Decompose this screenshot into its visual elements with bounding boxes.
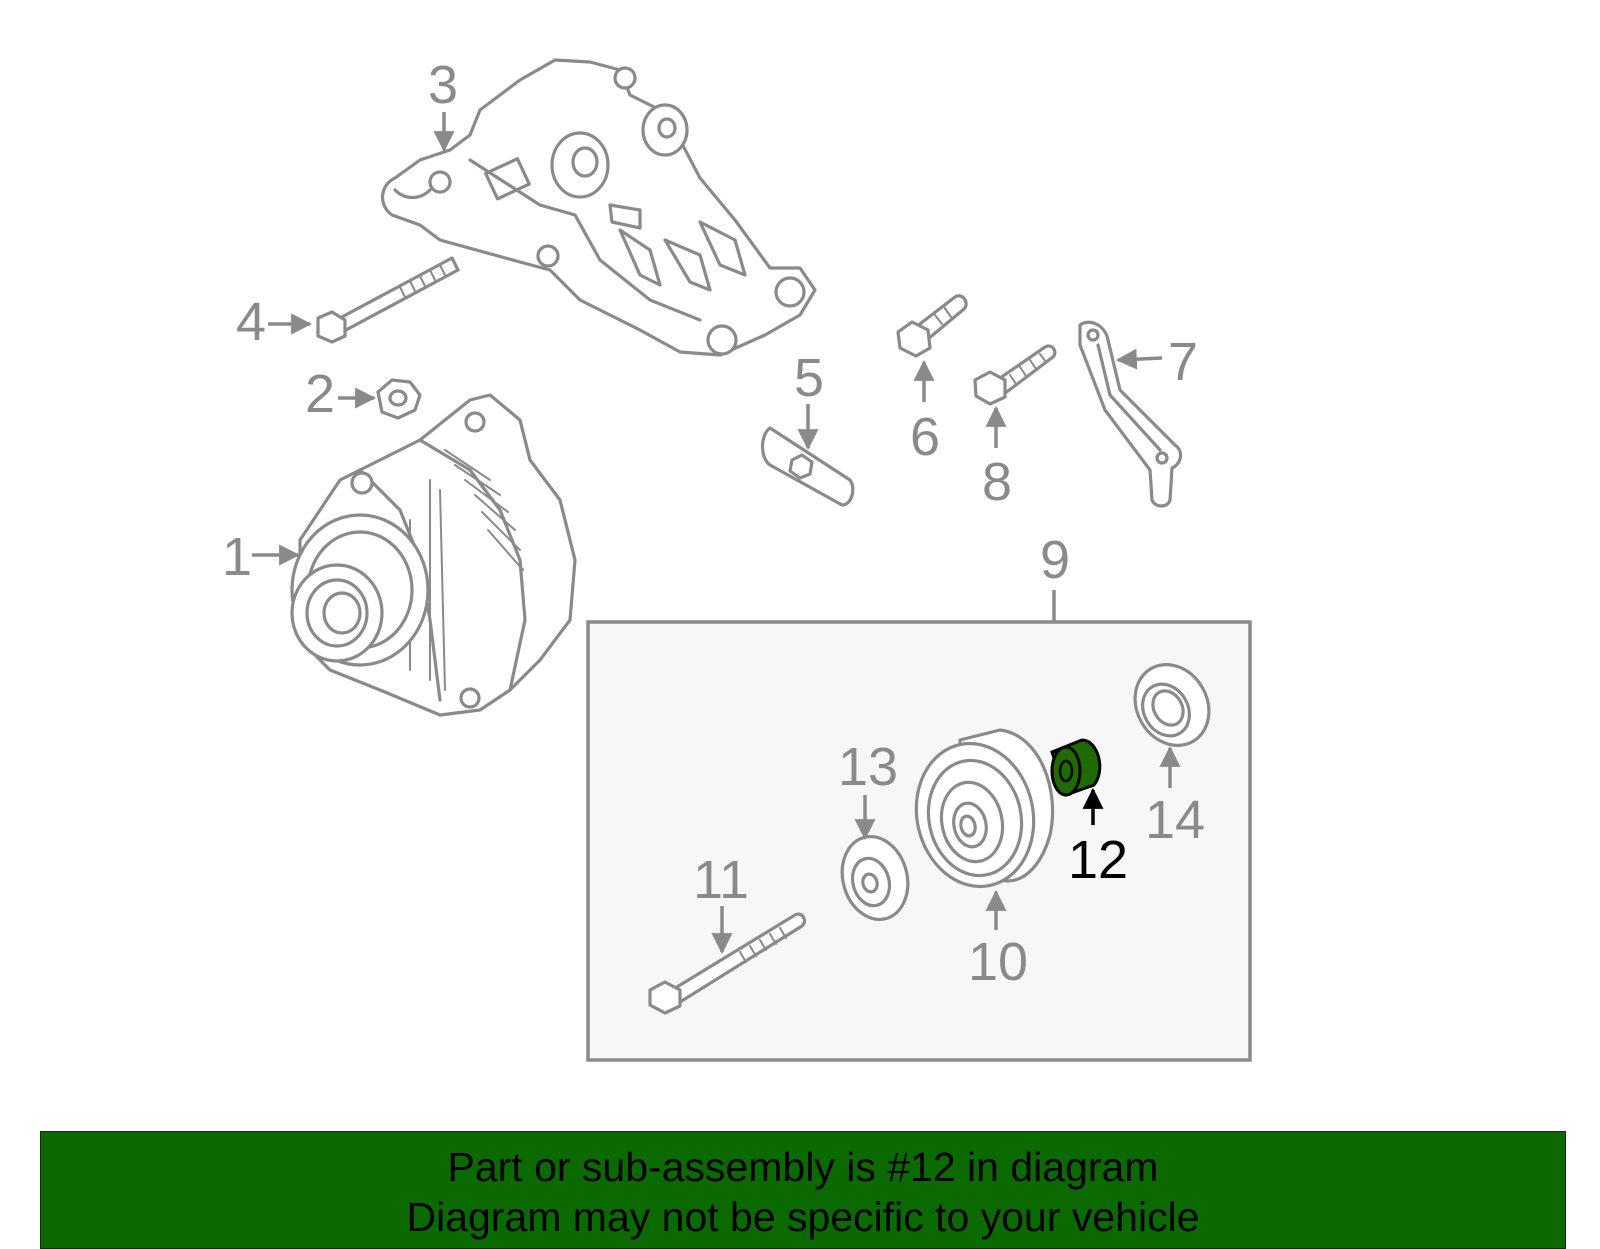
callout-9-label: 9	[1040, 530, 1070, 590]
callout-1-label: 1	[222, 527, 252, 587]
part-14-washer	[1133, 663, 1211, 747]
callout-4-label: 4	[236, 292, 266, 352]
callout-4: 4	[236, 292, 313, 352]
callout-9: 9	[1040, 530, 1070, 622]
callout-8: 8	[982, 405, 1012, 512]
callout-5: 5	[794, 348, 824, 451]
part-2-nut	[376, 378, 422, 420]
banner-line-1: Part or sub-assembly is #12 in diagram	[447, 1144, 1159, 1190]
part-3-bracket	[381, 58, 817, 357]
callout-6-label: 6	[910, 407, 940, 467]
callout-13: 13	[838, 737, 898, 841]
part-6-bolt	[896, 294, 968, 358]
callout-14-label: 14	[1145, 790, 1205, 850]
callout-7-label: 7	[1168, 332, 1198, 392]
part-8-bolt	[973, 344, 1057, 406]
callout-14: 14	[1145, 745, 1205, 850]
callout-7: 7	[1115, 332, 1198, 392]
info-banner: Part or sub-assembly is #12 in diagram D…	[40, 1131, 1566, 1249]
callout-11: 11	[693, 850, 749, 955]
part-11-bolt	[648, 912, 807, 1015]
callout-2-label: 2	[305, 364, 335, 424]
callout-10-label: 10	[968, 932, 1028, 992]
callout-3: 3	[428, 55, 458, 153]
callout-13-label: 13	[838, 737, 898, 797]
callout-8-label: 8	[982, 452, 1012, 512]
banner-line-2: Diagram may not be specific to your vehi…	[406, 1194, 1200, 1240]
callout-2: 2	[305, 364, 377, 424]
callout-12-label: 12	[1068, 830, 1128, 890]
part-10-pulley	[914, 728, 1055, 889]
callout-1: 1	[222, 527, 301, 587]
part-1-alternator	[290, 393, 577, 717]
callout-12: 12	[1068, 787, 1128, 890]
part-13-washer	[840, 834, 910, 922]
part-5-plate	[760, 426, 855, 507]
callout-3-label: 3	[428, 55, 458, 115]
part-12-spacer	[1050, 738, 1102, 797]
callout-11-label: 11	[693, 850, 749, 910]
callout-5-label: 5	[794, 348, 824, 408]
callout-6: 6	[910, 359, 940, 467]
part-4-bolt	[316, 256, 460, 344]
callout-10: 10	[968, 889, 1028, 992]
part-7-strap	[1078, 320, 1183, 508]
